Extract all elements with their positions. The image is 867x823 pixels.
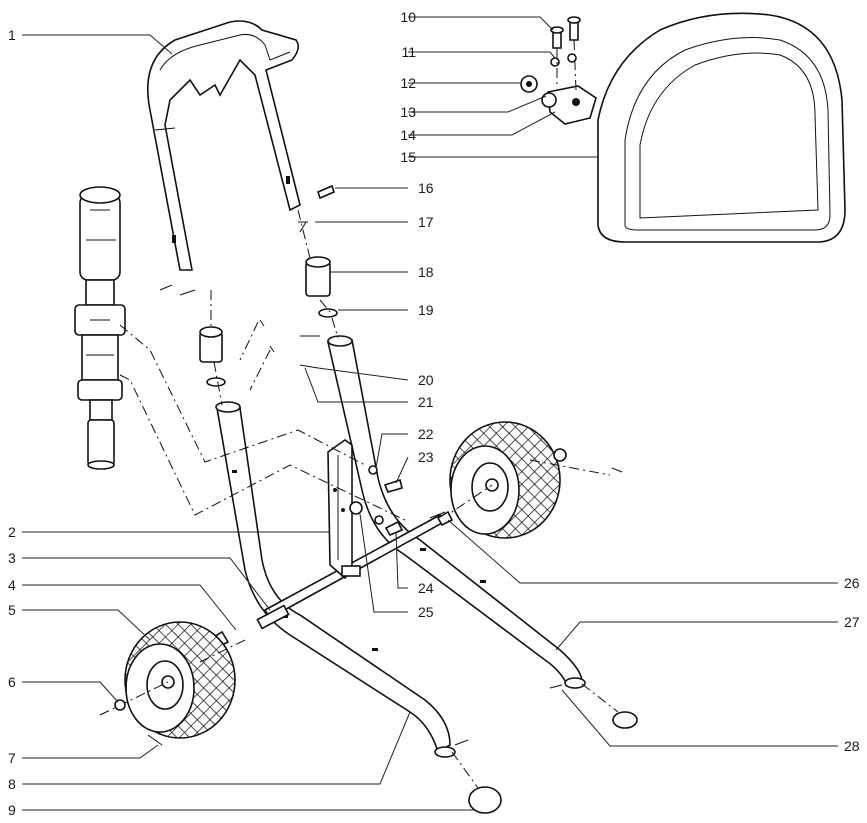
- callout-23: 23: [418, 449, 434, 465]
- callout-28: 28: [844, 738, 860, 754]
- callout-25: 25: [418, 604, 434, 620]
- callout-6: 6: [8, 674, 16, 690]
- callout-22: 22: [418, 426, 434, 442]
- leader-lines: [22, 16, 838, 811]
- callout-5: 5: [8, 602, 16, 618]
- left-wheel: [99, 621, 246, 746]
- lower-frame-right: [327, 335, 586, 689]
- callout-17: 17: [418, 214, 434, 230]
- right-collar: [297, 209, 339, 339]
- callout-13: 13: [400, 104, 416, 120]
- callout-18: 18: [418, 264, 434, 280]
- callout-27: 27: [844, 614, 860, 630]
- end-caps: [451, 683, 638, 814]
- callout-21: 21: [418, 394, 434, 410]
- pump-center-line-1: [119, 324, 366, 466]
- callout-9: 9: [8, 802, 16, 818]
- callout-15: 15: [400, 149, 416, 165]
- callout-8: 8: [8, 776, 16, 792]
- callout-3: 3: [8, 550, 16, 566]
- left-collar: [199, 290, 226, 406]
- fasteners: [159, 184, 563, 746]
- handle-frame: [147, 20, 301, 271]
- callout-2: 2: [8, 524, 16, 540]
- callout-4: 4: [8, 577, 16, 593]
- callout-1: 1: [8, 27, 16, 43]
- callout-26: 26: [844, 575, 860, 591]
- callout-12: 12: [400, 75, 416, 91]
- cover-assembly: [520, 12, 846, 243]
- pump-assembly: [74, 186, 126, 470]
- callout-14: 14: [400, 127, 416, 143]
- callout-16: 16: [418, 180, 434, 196]
- callout-10: 10: [400, 9, 416, 25]
- callout-11: 11: [401, 44, 416, 60]
- callout-19: 19: [418, 302, 434, 318]
- callout-labels: 1 2 3 4 5 6 7 8 9 10 11 12 13 14 15 16 1…: [8, 9, 860, 818]
- right-wheel: [436, 421, 623, 539]
- pump-center-line-2: [119, 374, 406, 521]
- callout-24: 24: [418, 580, 434, 596]
- callout-7: 7: [8, 750, 16, 766]
- mount-bracket: [327, 439, 361, 580]
- callout-20: 20: [418, 372, 434, 388]
